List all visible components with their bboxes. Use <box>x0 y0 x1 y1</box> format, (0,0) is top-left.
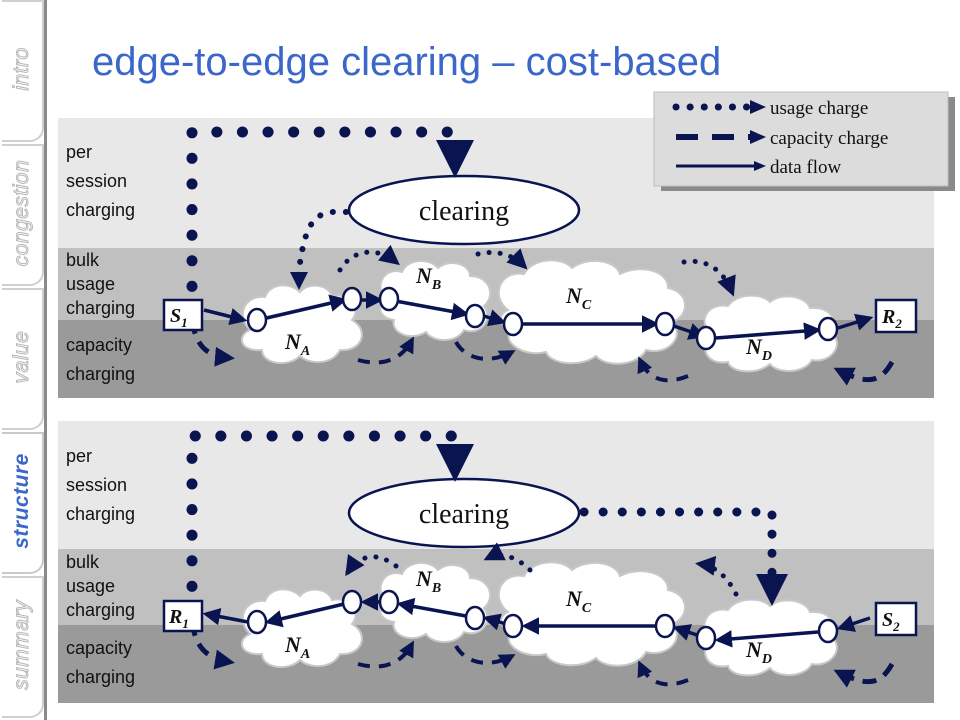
router-icon <box>695 325 717 351</box>
endpoint-label-r1: R1 <box>168 606 189 631</box>
usage-nc-to-nb-bottom <box>483 542 533 573</box>
usage-clearing-to-nd-bottom <box>579 507 777 583</box>
router-icon <box>341 589 363 615</box>
clearing-ellipse-bottom <box>347 477 581 549</box>
network-label-nc-bottom: NC <box>565 586 592 616</box>
network-label-nd-top: ND <box>745 334 772 364</box>
dataflow-na-bottom <box>264 602 345 628</box>
tab-structure[interactable]: structure <box>2 432 46 574</box>
router-icon <box>502 613 524 639</box>
router-icon <box>378 589 400 615</box>
usage-na-to-nb-top <box>337 244 400 273</box>
cloud-nb-top <box>379 260 492 341</box>
usage-arrowhead-nd-bottom <box>756 574 788 606</box>
clearing-label-bottom: clearing <box>419 499 509 530</box>
usage-nd-to-nc-bottom <box>695 555 739 597</box>
sidebar-divider <box>44 0 47 720</box>
dataflow-nd-nc-bottom <box>672 624 701 641</box>
legend-dataflow-label: data flow <box>770 157 842 178</box>
dataflow-na-top <box>257 294 348 322</box>
router-icon <box>378 286 400 312</box>
tab-summary[interactable]: summary <box>2 576 46 718</box>
endpoint-label-s1: S1 <box>170 305 188 330</box>
network-label-nb-top: NB <box>415 263 441 293</box>
dataflow-na-r1-bottom <box>202 608 249 626</box>
router-icon <box>654 311 676 337</box>
dataflow-nb-top <box>389 298 470 321</box>
dataflow-s1-na-top <box>203 308 248 326</box>
router-icon <box>246 609 268 635</box>
router-icon <box>817 618 839 644</box>
tab-value[interactable]: value <box>2 288 46 430</box>
capacity-nd-to-nc-top <box>637 356 689 383</box>
usage-nc-to-nd-top <box>681 258 736 297</box>
dataflow-nb-nc-top <box>483 309 507 327</box>
endpoint-box-r2 <box>874 298 918 334</box>
endpoint-box-s1 <box>162 298 204 332</box>
router-icon <box>817 316 839 342</box>
router-icon <box>464 303 486 329</box>
router-icon <box>695 625 717 651</box>
network-label-nd-bottom: ND <box>745 637 772 667</box>
top-diagram: clearing NA <box>162 126 918 386</box>
cloud-nc-bottom <box>497 561 686 667</box>
dataflow-nc-nb-bottom <box>482 613 507 631</box>
capacity-nd-to-nc-bottom <box>637 660 689 687</box>
dataflow-nd-r2-top <box>837 313 874 331</box>
cloud-na-bottom <box>240 588 363 669</box>
endpoint-box-r1 <box>162 599 204 633</box>
clearing-label-top: clearing <box>419 196 509 227</box>
router-icon <box>246 307 268 333</box>
usage-arrowhead-bottom <box>436 444 474 482</box>
dataflow-s2-nd-bottom <box>836 615 871 632</box>
capacity-r2-to-nd-top <box>833 360 895 386</box>
clearing-ellipse-top <box>347 174 581 246</box>
tab-congestion[interactable]: congestion <box>2 144 46 286</box>
endpoint-box-s2 <box>874 601 918 637</box>
capacity-nb-to-nc-bottom <box>454 644 516 669</box>
bottom-diagram: clearing <box>162 430 918 688</box>
legend: usage charge capacity charge data flow <box>653 91 955 191</box>
router-icon <box>654 613 676 639</box>
cloud-nc-top <box>497 259 686 365</box>
page-title: edge-to-edge clearing – cost-based <box>92 40 722 84</box>
tab-intro[interactable]: intro <box>2 0 46 142</box>
dataflow-nb-bottom <box>396 597 467 618</box>
network-label-na-top: NA <box>284 329 310 359</box>
usage-clearing-to-na-top <box>295 208 349 281</box>
endpoint-label-s2: S2 <box>882 609 900 634</box>
router-icon <box>464 605 486 631</box>
dataflow-nd-bottom <box>714 630 819 648</box>
endpoint-label-r2: R2 <box>881 306 902 331</box>
usage-nb-to-nc-top <box>475 248 528 270</box>
capacity-s2-to-nd-bottom <box>833 662 895 688</box>
cloud-nb-bottom <box>379 562 492 643</box>
legend-capacity-label: capacity charge <box>770 128 888 149</box>
network-label-nb-bottom: NB <box>415 566 441 596</box>
capacity-na-to-nb-bottom <box>357 640 414 669</box>
network-label-na-bottom: NA <box>284 632 310 662</box>
dataflow-nd-top <box>715 322 822 340</box>
network-label-nc-top: NC <box>565 283 592 313</box>
legend-usage-label: usage charge <box>770 98 868 119</box>
usage-path-bottom-main <box>186 430 461 618</box>
capacity-nb-to-nc-top <box>454 340 516 365</box>
router-icon <box>502 311 524 337</box>
usage-arrowhead-top <box>436 140 474 178</box>
section-sidebar: intro congestion value structure summary <box>0 0 48 720</box>
capacity-na-to-nb-top <box>357 336 414 365</box>
router-icon <box>341 286 363 312</box>
